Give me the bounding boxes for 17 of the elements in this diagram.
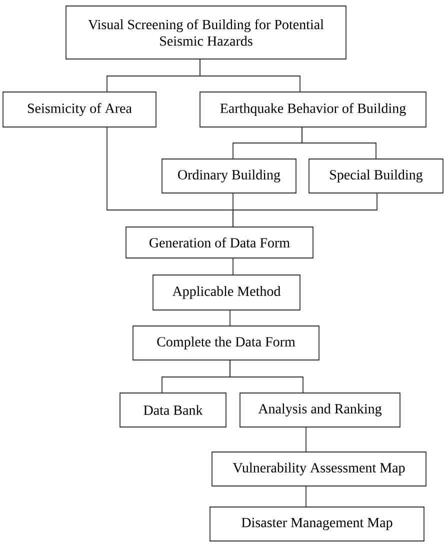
connector-line: [302, 127, 376, 159]
process-box: Visual Screening of Building for Potential Seismic Hazards: [66, 6, 346, 60]
process-box: Special Building: [308, 158, 444, 194]
connector-line: [232, 193, 378, 227]
process-box: Ordinary Building: [162, 158, 296, 194]
connector-line: [230, 360, 304, 393]
process-box: Seismicity of Area: [2, 92, 156, 128]
connector-line: [232, 258, 234, 275]
process-box: Earthquake Behavior of Building: [200, 92, 426, 128]
process-box: Data Bank: [120, 392, 226, 428]
process-box: Analysis and Ranking: [240, 392, 400, 428]
process-box: Vulnerability Assessment Map: [212, 452, 426, 486]
process-box: Disaster Management Map: [210, 506, 424, 542]
process-box: Complete the Data Form: [132, 326, 320, 360]
connector-line: [200, 59, 300, 92]
process-box: Applicable Method: [152, 274, 300, 310]
process-box: Generation of Data Form: [126, 226, 314, 258]
